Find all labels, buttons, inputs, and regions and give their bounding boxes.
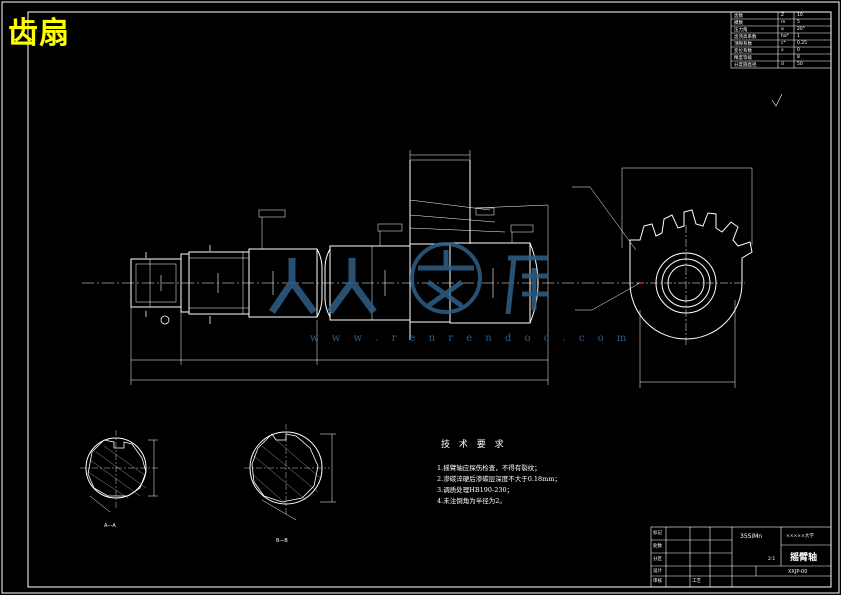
gear-param-val-2: 20° bbox=[797, 27, 805, 32]
gear-param-val-1: 5 bbox=[797, 20, 800, 25]
title-block bbox=[650, 526, 832, 588]
gear-param-name-2: 压力角 bbox=[734, 28, 748, 33]
gear-param-table bbox=[730, 11, 832, 69]
tolerance-frames bbox=[258, 207, 534, 249]
gear-param-sym-5: x bbox=[781, 48, 784, 53]
gear-param-name-6: 精度等级 bbox=[734, 56, 752, 61]
section-a-view bbox=[80, 430, 160, 513]
gear-param-val-0: 10 bbox=[797, 13, 803, 18]
section-a-label: A—A bbox=[104, 523, 116, 529]
tb-row-label-0: 标记 bbox=[653, 531, 662, 536]
watermark-logo bbox=[269, 242, 548, 315]
gear-param-val-3: 1 bbox=[797, 34, 800, 39]
gear-param-name-5: 变位系数 bbox=[734, 49, 752, 54]
gear-param-val-6: 8 bbox=[797, 55, 800, 60]
tech-requirement-item-4: 4.未注倒角为半径为2。 bbox=[437, 497, 506, 505]
material-label: 35SiMn bbox=[740, 533, 763, 540]
shaft-main-view bbox=[130, 159, 549, 340]
roughness-mark bbox=[771, 93, 783, 107]
tb-row-label-2: 分区 bbox=[653, 557, 662, 562]
gear-param-name-1: 模数 bbox=[734, 21, 743, 26]
gear-param-name-3: 齿顶高系数 bbox=[734, 35, 757, 40]
gear-param-sym-3: ha* bbox=[781, 34, 789, 39]
section-markers bbox=[145, 245, 211, 325]
gear-param-name-0: 齿数 bbox=[734, 14, 743, 19]
gear-param-val-4: 0.25 bbox=[797, 41, 808, 46]
gear-param-name-7: 分度圆直径 bbox=[734, 63, 757, 68]
gear-sector-view bbox=[629, 209, 753, 345]
tb-row-label-1: 处数 bbox=[653, 544, 662, 549]
gear-param-sym-7: d bbox=[781, 62, 784, 67]
tb-row-label-4: 审核 bbox=[653, 579, 662, 584]
watermark-url: w w w . r e n r e n d o c . c o m bbox=[310, 333, 632, 344]
tech-requirement-item-1: 1.摇臂轴应探伤检查，不得有裂纹； bbox=[437, 464, 541, 472]
shaft-dimensions bbox=[130, 150, 753, 388]
thread-marks bbox=[160, 268, 494, 298]
drawing-title-tag: 齿扇 bbox=[8, 16, 70, 51]
tb-row-label-3: 设计 bbox=[653, 569, 662, 574]
gear-param-sym-2: α bbox=[781, 27, 784, 32]
gear-param-sym-1: m bbox=[781, 20, 786, 25]
tb-row-label-5: 工艺 bbox=[692, 579, 701, 584]
section-b-view bbox=[244, 424, 336, 521]
inner-frame bbox=[27, 11, 832, 588]
gear-param-sym-0: Z bbox=[781, 13, 785, 18]
scale-label: 2:1 bbox=[768, 557, 776, 562]
gear-param-val-7: 50 bbox=[797, 62, 803, 67]
tech-requirement-item-3: 3.调质处理HB190-230； bbox=[437, 486, 514, 494]
drawing-no: XXJP-00 bbox=[788, 569, 808, 575]
section-b-label: B—B bbox=[276, 538, 288, 544]
tech-requirements-heading: 技 术 要 求 bbox=[441, 440, 507, 450]
gear-param-sym-4: c* bbox=[781, 41, 786, 46]
tech-requirement-item-2: 2.渗碳淬硬后渗碳层深度不大于0.18mm； bbox=[437, 475, 562, 483]
gear-param-val-5: 0 bbox=[797, 48, 800, 53]
red-marker bbox=[638, 281, 642, 285]
part-name: 摇臂轴 bbox=[790, 553, 818, 563]
gear-param-name-4: 顶隙系数 bbox=[734, 42, 752, 47]
school-label: ×××××大学 bbox=[786, 534, 814, 539]
